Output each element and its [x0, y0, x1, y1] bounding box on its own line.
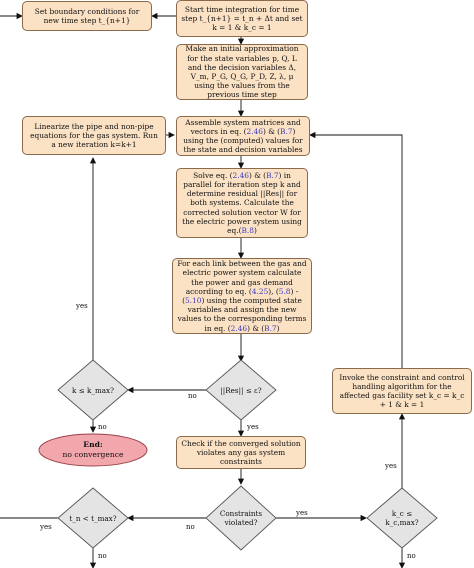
assemble-box: Assemble system matrices and vectors in … — [176, 116, 310, 156]
label-yes-constraints: yes — [296, 509, 308, 517]
decision-res-shape — [205, 359, 277, 421]
label-yes-kc: yes — [385, 462, 397, 470]
decision-kc-shape — [366, 487, 438, 549]
invoke-constraint-text: Invoke the constraint and control handli… — [339, 372, 465, 410]
decision-tn-text: t_n < t_max? — [69, 513, 117, 523]
decision-constraints-text: Constraints violated? — [219, 509, 263, 527]
linearize-text: Linearize the pipe and non-pipe equation… — [30, 121, 158, 150]
start-integration-text: Start time integration for time step t_{… — [181, 4, 303, 33]
end-title: End: — [83, 440, 103, 449]
decision-kmax-text: k ≤ k_max? — [72, 385, 114, 395]
edge-invoke-to-assemble — [309, 131, 403, 368]
solve-box: Solve eq. (2.46) & (B.7) in parallel for… — [176, 168, 308, 238]
initial-approximation-text: Make an initial approximation for the st… — [185, 44, 299, 100]
end-subtitle: no convergence — [62, 450, 124, 459]
invoke-constraint-box: Invoke the constraint and control handli… — [332, 368, 472, 414]
label-no-constraints: no — [186, 523, 195, 531]
end-terminal: End: no convergence — [39, 434, 147, 466]
label-yes-tn: yes — [40, 523, 52, 531]
check-constraints-box: Check if the converged solution violates… — [176, 436, 306, 469]
decision-res-text: ||Res|| ≤ ε? — [220, 385, 262, 395]
initial-approximation-box: Make an initial approximation for the st… — [176, 44, 308, 100]
decision-constraints-shape — [205, 485, 277, 551]
decision-tn-shape — [57, 487, 129, 549]
gas-power-link-box: For each link between the gas and electr… — [172, 258, 312, 334]
label-no-kc: no — [407, 552, 416, 560]
start-integration-box: Start time integration for time step t_{… — [176, 0, 308, 37]
label-yes-kmax: yes — [76, 302, 88, 310]
decision-kmax-shape — [57, 359, 129, 421]
label-no-res: no — [188, 392, 197, 400]
label-no-tn: no — [98, 552, 107, 560]
decision-kc-text: k_c ≤ k_c,max? — [385, 509, 419, 527]
boundary-conditions-text: Set boundary conditions for new time ste… — [34, 6, 140, 25]
end-oval-shape — [38, 433, 148, 467]
solve-text: Solve eq. (2.46) & (B.7) in parallel for… — [182, 170, 302, 236]
label-no-kmax: no — [98, 423, 107, 431]
linearize-box: Linearize the pipe and non-pipe equation… — [22, 116, 166, 155]
gas-power-link-text: For each link between the gas and electr… — [177, 259, 307, 333]
assemble-text: Assemble system matrices and vectors in … — [183, 117, 303, 155]
boundary-conditions-box: Set boundary conditions for new time ste… — [22, 1, 152, 31]
label-yes-res: yes — [247, 423, 259, 431]
check-constraints-text: Check if the converged solution violates… — [181, 438, 301, 467]
